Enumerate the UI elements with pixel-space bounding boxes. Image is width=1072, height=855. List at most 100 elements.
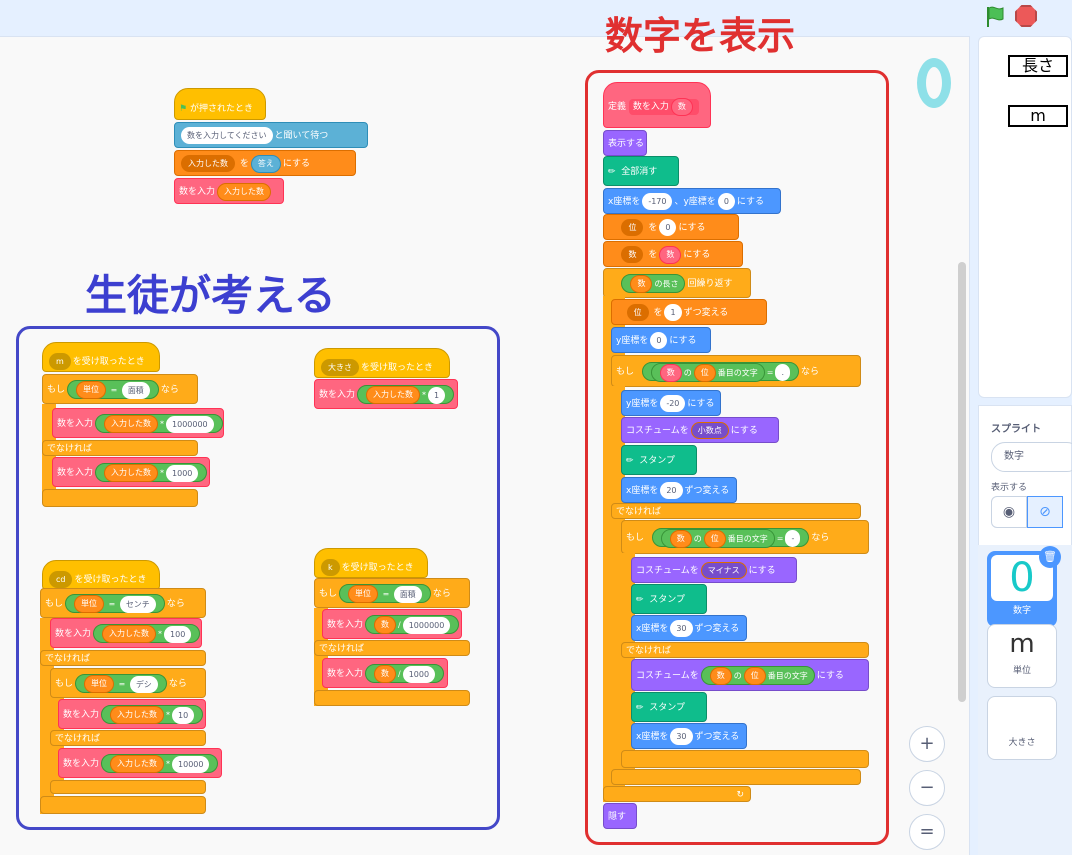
equals-operator[interactable]: 単位 = 面積 [67, 380, 159, 399]
stamp-block[interactable]: ✏ スタンプ [631, 692, 707, 722]
prototype-block[interactable]: 数を入力数 [628, 97, 699, 116]
equals-operator[interactable]: 数の位番目の文字=- [651, 528, 810, 548]
text-input[interactable]: デシ [129, 675, 158, 693]
message-dropdown[interactable]: k [321, 559, 340, 576]
if-else-block[interactable]: もし 数の位番目の文字=.なら [611, 355, 861, 387]
number-input[interactable]: 0 [650, 332, 668, 349]
sprite-tile-unit[interactable]: m 単位 [987, 624, 1057, 688]
number-input[interactable]: 30 [670, 728, 693, 745]
variable-dropdown[interactable]: 数 [621, 246, 644, 263]
length-operator[interactable]: 数の長さ [621, 274, 686, 293]
variable-dropdown[interactable]: 位 [626, 304, 649, 321]
call-custom-block[interactable]: 数を入力数/1000 [322, 658, 448, 688]
multiply-operator[interactable]: 入力した数*1000 [95, 463, 208, 482]
if-else-block[interactable]: もし単位 = 面積なら [42, 374, 198, 404]
call-custom-block[interactable]: 数を入力入力した数 [174, 178, 284, 204]
variable-reporter[interactable]: 入力した数 [217, 182, 272, 201]
text-input[interactable]: 面積 [393, 585, 422, 603]
number-input[interactable]: 1000000 [166, 415, 214, 433]
variable-reporter[interactable]: 入力した数 [102, 625, 157, 643]
text-input[interactable]: 面積 [121, 381, 150, 399]
number-input[interactable]: 1000000 [402, 616, 451, 634]
equals-operator[interactable]: 数の位番目の文字=. [641, 362, 799, 382]
variable-reporter[interactable]: 数 [374, 616, 397, 634]
sprite-tile-size[interactable]: 大きさ [987, 696, 1057, 760]
number-input[interactable]: -170 [642, 193, 673, 210]
variable-reporter[interactable]: 入力した数 [104, 464, 159, 482]
call-custom-block[interactable]: 数を入力入力した数*1000 [52, 457, 210, 487]
stamp-block[interactable]: ✏ スタンプ [631, 584, 707, 614]
switch-costume-block[interactable]: コスチュームを小数点にする [621, 417, 779, 443]
param-reporter[interactable]: 数 [659, 364, 682, 382]
param-reporter[interactable]: 数 [709, 667, 732, 685]
set-variable-block[interactable]: 入力した数 を答えにする [174, 150, 356, 176]
variable-reporter[interactable]: 入力した数 [366, 386, 421, 404]
param-reporter[interactable]: 数 [659, 245, 682, 264]
delete-sprite-icon[interactable]: 🗑 [1039, 546, 1061, 568]
number-input[interactable]: 20 [660, 482, 683, 499]
if-else-block[interactable]: もし単位 = センチなら [40, 588, 206, 618]
number-input[interactable]: 30 [670, 620, 693, 637]
call-custom-block[interactable]: 数を入力入力した数*100 [50, 618, 202, 648]
green-flag-icon[interactable] [983, 5, 1007, 29]
equals-operator[interactable]: 単位 = 面積 [339, 584, 431, 603]
variable-reporter[interactable]: 入力した数 [104, 415, 159, 433]
variable-reporter[interactable]: 入力した数 [110, 755, 165, 773]
variable-reporter[interactable]: 単位 [348, 585, 379, 603]
message-dropdown[interactable]: m [49, 353, 71, 370]
variable-reporter[interactable]: 単位 [84, 675, 115, 693]
variable-reporter[interactable]: 入力した数 [110, 706, 165, 724]
number-input[interactable]: 10 [172, 706, 195, 724]
workspace-scrollbar[interactable] [958, 262, 966, 702]
zoom-in-button[interactable]: + [909, 726, 945, 762]
number-input[interactable]: 1 [664, 304, 682, 321]
letter-of-operator[interactable]: 数の位番目の文字 [700, 666, 815, 685]
equals-operator[interactable]: 単位 = センチ [65, 594, 165, 613]
costume-dropdown[interactable]: マイナス [700, 562, 747, 579]
variable-reporter[interactable]: 数 [630, 275, 653, 293]
call-custom-block[interactable]: 数を入力入力した数*1000000 [52, 408, 224, 438]
switch-costume-block[interactable]: コスチュームをマイナスにする [631, 557, 797, 583]
number-input[interactable]: 0 [659, 219, 677, 236]
call-custom-block[interactable]: 数を入力入力した数*10 [58, 699, 206, 729]
if-else-block[interactable]: もし単位 = 面積なら [314, 578, 470, 608]
letter-of-operator[interactable]: 数の位番目の文字 [660, 529, 775, 548]
when-receive-block[interactable]: 大きさを受け取ったとき [314, 348, 450, 378]
define-block[interactable]: 定義 数を入力数 [603, 82, 711, 128]
call-custom-block[interactable]: 数を入力入力した数*10000 [58, 748, 222, 778]
number-input[interactable]: 10000 [172, 755, 210, 773]
costume-dropdown[interactable]: 小数点 [690, 422, 729, 439]
number-input[interactable]: 100 [164, 625, 192, 643]
text-input[interactable]: . [775, 364, 790, 381]
variable-reporter[interactable]: 単位 [74, 595, 105, 613]
variable-dropdown[interactable]: 位 [621, 219, 644, 236]
ask-text[interactable]: 数を入力してください [181, 127, 273, 144]
multiply-operator[interactable]: 入力した数*10000 [101, 754, 219, 773]
number-input[interactable]: 1000 [402, 665, 436, 683]
nested-if-else-block[interactable]: もし 数の位番目の文字=-なら [621, 520, 869, 554]
equals-operator[interactable]: 単位 = デシ [75, 674, 167, 693]
sprite-name-input[interactable]: 数字 [991, 442, 1072, 472]
nested-if-else-block[interactable]: もし単位 = デシなら [50, 668, 206, 698]
hide-block[interactable]: 隠す [603, 803, 637, 829]
zoom-reset-button[interactable]: = [909, 814, 945, 850]
multiply-operator[interactable]: 入力した数*10 [101, 705, 204, 724]
multiply-operator[interactable]: 入力した数*1000000 [95, 414, 223, 433]
when-flag-clicked-block[interactable]: ⚑ が押されたとき [174, 88, 266, 120]
message-dropdown[interactable]: 大きさ [321, 359, 359, 376]
ask-and-wait-block[interactable]: 数を入力してくださいと聞いて待つ [174, 122, 368, 148]
message-dropdown[interactable]: cd [49, 571, 73, 588]
repeat-block[interactable]: 数の長さ回繰り返す [603, 268, 751, 298]
call-custom-block[interactable]: 数を入力数/1000000 [322, 609, 462, 639]
multiply-operator[interactable]: 入力した数*1 [357, 385, 455, 404]
number-input[interactable]: 1 [428, 386, 446, 404]
letter-of-operator[interactable]: 数の位番目の文字 [650, 363, 765, 382]
answer-reporter[interactable]: 答え [250, 154, 281, 173]
